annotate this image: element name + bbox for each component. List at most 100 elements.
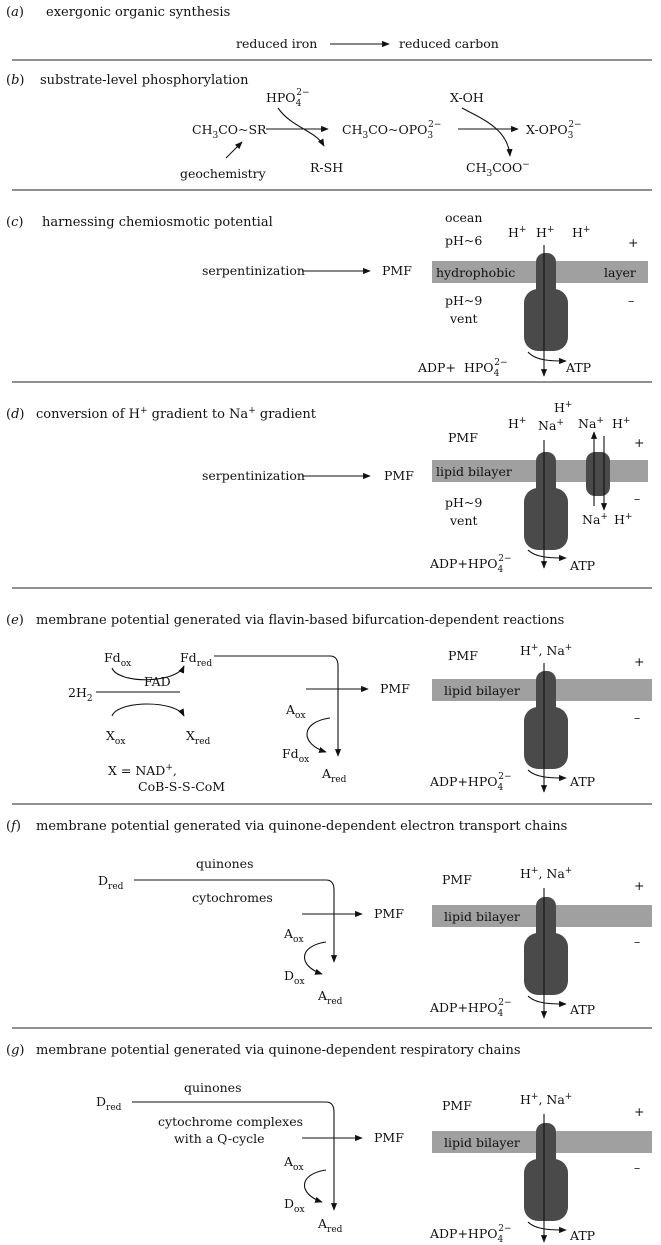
atp-synthase-stalk — [536, 671, 556, 717]
fd-reduction-arrow — [111, 665, 185, 681]
panel-g-title: membrane potential generated via quinone… — [36, 1043, 521, 1058]
a-ox-label: Aox — [283, 1154, 304, 1173]
a-ox-label: Aox — [285, 702, 306, 721]
panel-d: (d) conversion of H+ gradient to Na+ gra… — [6, 400, 648, 575]
pmf-label: PMF — [374, 906, 404, 921]
plus-charge: + — [634, 654, 644, 669]
acylphosphate-label: CH3CO~OPO32− — [342, 120, 441, 141]
electron-path-arrow — [214, 655, 342, 757]
proton-label: H+ — [508, 416, 526, 431]
adp-phosphate-label: ADP+HPO42− — [429, 1224, 512, 1245]
atp-label: ATP — [565, 360, 591, 375]
sodium-label: Na+ — [578, 416, 604, 431]
reduced-iron-label: reduced iron — [236, 36, 317, 51]
panel-e: (e) membrane potential generated via fla… — [6, 613, 652, 794]
ions-label: H+, Na+ — [520, 1092, 572, 1107]
fd-ox-label: Fdox — [104, 650, 131, 669]
carriers-line2: with a Q-cycle — [174, 1131, 265, 1146]
panel-g: (g) membrane potential generated via qui… — [6, 1043, 652, 1245]
atp-label: ATP — [569, 1002, 595, 1017]
panel-b: (b) substrate-level phosphorylation HPO4… — [6, 73, 582, 181]
minus-charge: – — [634, 491, 640, 506]
atp-synthase-head — [524, 488, 568, 550]
proton-label: H+ — [536, 225, 554, 240]
d-red-label: Dred — [96, 1094, 122, 1113]
cytochromes-label: cytochromes — [192, 890, 273, 905]
adp-phosphate-label: ADP+HPO42− — [429, 554, 512, 575]
pmf-side-label: PMF — [442, 872, 472, 887]
d-ox-label: Dox — [284, 1196, 305, 1215]
atp-synthesis-arrow — [527, 1221, 567, 1234]
fd-ox-product-label: Fdox — [282, 746, 309, 765]
a-red-label: Ared — [317, 1216, 343, 1235]
x-opo3-label: X-OPO32− — [526, 120, 582, 141]
carriers-line1: cytochrome complexes — [158, 1114, 303, 1129]
minus-charge: – — [628, 293, 634, 308]
atp-synthesis-arrow — [527, 995, 567, 1008]
membrane-label: lipid bilayer — [444, 1135, 520, 1150]
antiporter — [586, 452, 610, 496]
panel-d-label: (d) — [6, 407, 24, 422]
reduced-carbon-label: reduced carbon — [399, 36, 499, 51]
ocean-label: ocean — [445, 210, 482, 225]
d-red-label: Dred — [98, 873, 124, 892]
x-ox-label: Xox — [106, 728, 125, 747]
atp-synthase-stalk — [536, 897, 556, 943]
phosphate-label: HPO42− — [266, 88, 310, 109]
ions-label: H+, Na+ — [520, 643, 572, 658]
atp-synthase-stalk — [536, 253, 556, 299]
acetate-label: CH3COO− — [466, 160, 530, 179]
proton-label: H+ — [554, 400, 572, 415]
fad-label: FAD — [144, 674, 171, 689]
atp-label: ATP — [569, 558, 595, 573]
atp-synthesis-arrow — [527, 769, 567, 782]
d-ox-label: Dox — [284, 968, 305, 987]
hydrogen-label: 2H2 — [68, 685, 93, 704]
membrane-label: lipid bilayer — [444, 683, 520, 698]
proton-label: H+ — [572, 225, 590, 240]
electron-path-arrow — [132, 1101, 338, 1211]
panel-f-label: (f) — [6, 819, 21, 834]
atp-synthase-stalk — [536, 1123, 556, 1169]
side-arrow — [277, 107, 325, 147]
quinones-label: quinones — [184, 1080, 242, 1095]
x-reduction-arrow — [111, 703, 185, 717]
serpentinization-label: serpentinization — [202, 263, 305, 278]
panel-d-title: conversion of H+ gradient to Na+ gradien… — [36, 406, 317, 422]
atp-synthase-head — [524, 933, 568, 995]
adp-label: ADP+ — [417, 360, 456, 375]
plus-charge: + — [634, 1104, 644, 1119]
plus-charge: + — [628, 235, 638, 250]
pmf-side-label: PMF — [448, 648, 478, 663]
pmf-label: PMF — [380, 681, 410, 696]
ph-top-label: pH~6 — [445, 233, 482, 248]
quinones-label: quinones — [196, 856, 254, 871]
thioester-label: CH3CO~SR — [192, 122, 267, 141]
proton-label: H+ — [612, 416, 630, 431]
panel-c-label: (c) — [6, 215, 23, 230]
ph-bottom-label: pH~9 — [445, 293, 482, 308]
panel-f-title: membrane potential generated via quinone… — [36, 819, 567, 834]
atp-synthase-stalk — [536, 452, 556, 498]
pmf-label: PMF — [382, 263, 412, 278]
proton-label: H+ — [508, 225, 526, 240]
minus-charge: – — [634, 1160, 640, 1175]
panel-c: (c) harnessing chemiosmotic potential oc… — [6, 210, 648, 379]
d-oxidation-arrow — [304, 941, 327, 975]
atp-synthase-head — [524, 289, 568, 351]
pmf-label: PMF — [374, 1130, 404, 1145]
geochemistry-label: geochemistry — [180, 166, 267, 181]
membrane-label: lipid bilayer — [436, 464, 512, 479]
sodium-label: Na+ — [538, 418, 564, 433]
plus-charge: + — [634, 878, 644, 893]
electron-path-arrow — [134, 879, 338, 963]
minus-charge: – — [634, 934, 640, 949]
vent-label: vent — [449, 513, 478, 528]
a-red-label: Ared — [321, 766, 347, 785]
panel-c-title: harnessing chemiosmotic potential — [42, 215, 273, 230]
membrane-label: lipid bilayer — [444, 909, 520, 924]
atp-synthase-head — [524, 707, 568, 769]
rsh-label: R-SH — [310, 160, 343, 175]
pmf-side-label: PMF — [442, 1098, 472, 1113]
